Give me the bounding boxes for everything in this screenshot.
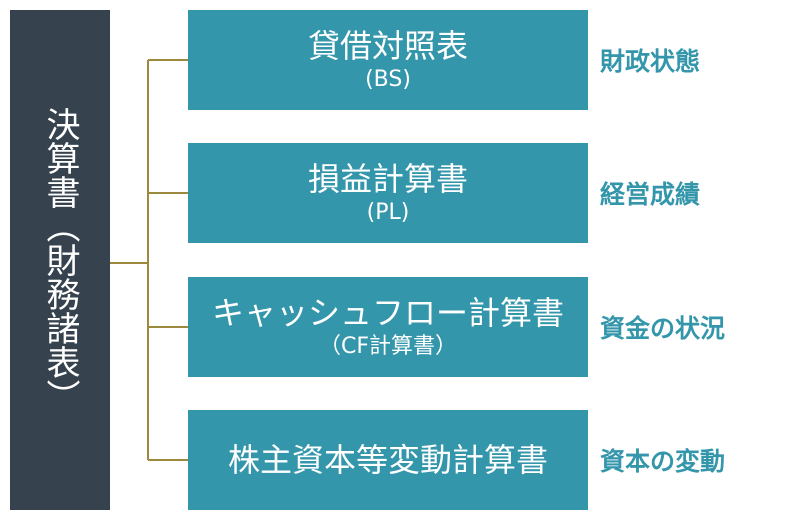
- equity-statement-box: 株主資本等変動計算書: [188, 410, 588, 510]
- statement-subtitle: （CF計算書）: [318, 334, 458, 359]
- statement-subtitle: (PL): [366, 200, 410, 225]
- statement-title: 株主資本等変動計算書: [227, 441, 548, 479]
- cash-flow-statement-box: キャッシュフロー計算書 （CF計算書）: [188, 277, 588, 377]
- statement-title: 損益計算書: [307, 160, 468, 198]
- income-statement-box: 損益計算書 (PL): [188, 143, 588, 243]
- cash-flow-statement-meaning: 資金の状況: [600, 314, 726, 343]
- income-statement-meaning: 経営成績: [600, 180, 701, 209]
- financial-statements-root: 決算書（財務諸表）: [10, 10, 110, 510]
- balance-sheet-box: 貸借対照表 (BS): [188, 10, 588, 110]
- balance-sheet-meaning: 財政状態: [600, 47, 701, 76]
- statement-title: 貸借対照表: [307, 27, 468, 65]
- root-label: 決算書（財務諸表）: [40, 107, 80, 413]
- equity-statement-meaning: 資本の変動: [600, 447, 726, 476]
- statement-title: キャッシュフロー計算書: [211, 294, 564, 332]
- statement-subtitle: (BS): [365, 67, 411, 92]
